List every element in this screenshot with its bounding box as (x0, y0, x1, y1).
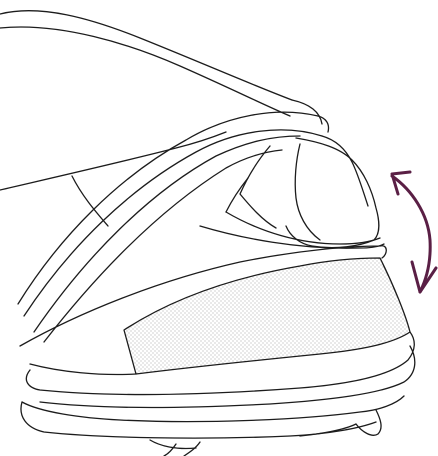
canopy-body (0, 11, 322, 226)
canopy-visor (200, 136, 384, 248)
arrow-head-bottom (412, 262, 436, 292)
mesh-panel (124, 258, 410, 374)
double-headed-curved-arrow-icon (392, 172, 436, 292)
